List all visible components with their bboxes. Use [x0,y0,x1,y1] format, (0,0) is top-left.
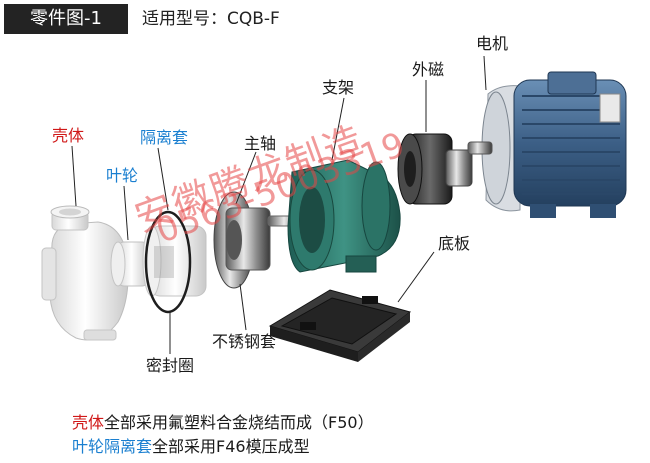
label-main-shaft: 主轴 [244,134,277,153]
caption-line-1: 壳体全部采用氟塑料合金烧结而成（F50） [72,412,374,434]
label-base-plate: 底板 [438,234,471,253]
label-impeller: 叶轮 [106,166,139,185]
caption-2-text: 全部采用F46模压成型 [152,437,310,456]
label-stainless-sleeve: 不锈钢套 [212,332,277,351]
part-diagram-tag: 零件图-1 [4,4,128,34]
model-label: 适用型号：CQB-F [142,9,280,29]
caption-2-highlight: 叶轮隔离套 [72,437,153,456]
isolation-sleeve [142,225,207,297]
leader-lines [71,55,487,354]
outer-magnet [397,133,473,205]
pump-shell [41,205,129,341]
label-bracket: 支架 [322,78,355,97]
caption-line-2: 叶轮隔离套全部采用F46模压成型 [72,436,310,458]
motor [467,71,627,218]
label-seal-ring: 密封圈 [146,356,195,375]
label-shell: 壳体 [52,126,85,145]
impeller [110,241,149,287]
caption-1-text: 全部采用氟塑料合金烧结而成（F50） [104,413,374,432]
bracket [287,159,401,273]
label-motor: 电机 [476,34,509,53]
label-outer-magnet: 外磁 [412,60,445,79]
stainless-sleeve [213,191,271,289]
caption-1-highlight: 壳体 [72,413,105,432]
base-plate [268,289,412,362]
label-isolation-sleeve: 隔离套 [140,128,189,147]
seal-ring [144,210,192,314]
